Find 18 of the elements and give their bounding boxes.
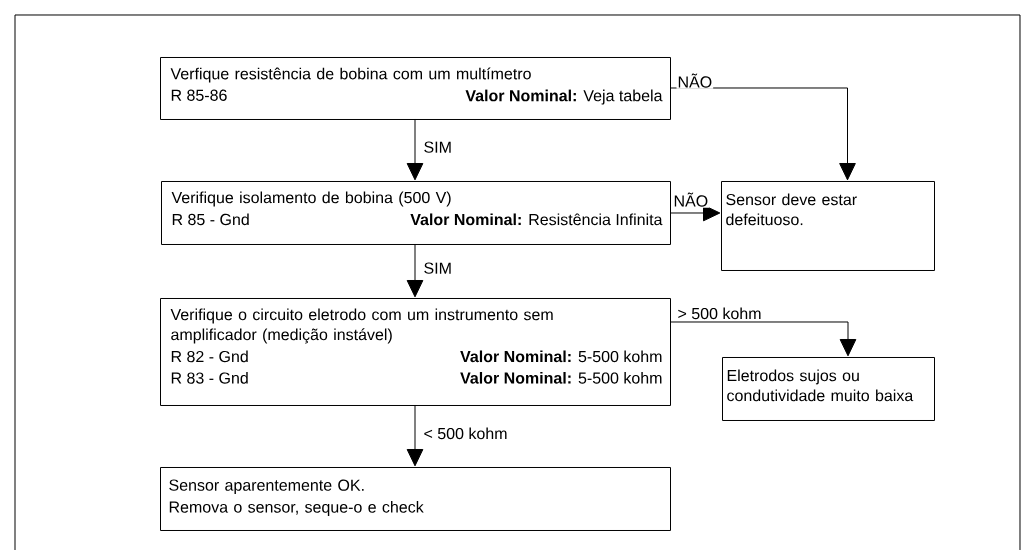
edge-label: > 500 kohm <box>676 306 763 321</box>
process-box: Verifique isolamento de bobina (500 V) R 85 - Gnd Valor Nominal: Resistência Infinita <box>161 181 671 245</box>
process-box: Sensor deve estar defeituoso. <box>721 181 935 271</box>
edge-label: NÃO <box>676 72 714 89</box>
edge-label: SIM <box>422 140 453 154</box>
process-box: Verifique o circuito eletrodo com um instrumento sem amplificador (medição instável) R 82 - Gnd Valor Nominal: 5-500 kohm R 83 - Gnd Valor Nominal: 5-500 kohm <box>160 298 671 406</box>
process-box: Sensor aparentemente OK. Remova o sensor, seque-o e check <box>160 467 671 531</box>
arrow <box>406 404 424 467</box>
edge-label: SIM <box>422 261 453 275</box>
arrow <box>670 204 721 222</box>
arrow <box>406 118 424 181</box>
process-box: Eletrodos sujos ou condutividade muito baixa <box>722 357 935 421</box>
edge-label: NÃO <box>672 191 710 208</box>
arrow <box>406 243 424 298</box>
process-box: Verfique resistência de bobina com um multímetro R 85-86 Valor Nominal: Veja tabela <box>160 57 671 120</box>
arrow <box>670 321 857 357</box>
edge-label: < 500 kohm <box>422 426 509 441</box>
arrow <box>670 87 856 181</box>
